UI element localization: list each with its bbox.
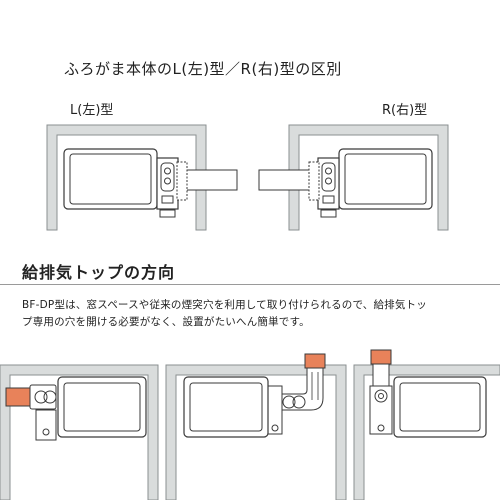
section-heading: 給排気トップの方向 (22, 263, 176, 282)
direction-bent-diagram (165, 353, 347, 500)
up-exhaust-pipe (370, 349, 392, 365)
l-type-wall (46, 124, 207, 231)
description-line-2: プ専用の穴を開ける必要がなく、設置がたいへん簡単です。 (22, 316, 310, 328)
direction-up-diagram (353, 349, 500, 500)
r-type-wall (288, 124, 449, 231)
side-exhaust-pipe (5, 387, 31, 407)
direction-side-diagram (0, 364, 159, 500)
r-type-diagram (258, 124, 449, 231)
page-title: ふろがま本体のL(左)型／R(右)型の区別 (64, 60, 342, 78)
l-type-pipe (185, 169, 238, 191)
l-type-label: L(左)型 (70, 103, 114, 118)
r-type-pipe (258, 169, 311, 191)
section-divider (0, 284, 500, 285)
bent-exhaust-pipe (304, 353, 326, 369)
l-type-bathtub (63, 148, 158, 210)
r-type-label: R(右)型 (382, 103, 428, 118)
l-type-diagram (46, 124, 238, 231)
description-line-1: BF-DP型は、窓スペースや従来の煙突穴を利用して取り付けられるので、給排気トッ (22, 299, 427, 311)
r-type-bathtub (338, 148, 433, 210)
